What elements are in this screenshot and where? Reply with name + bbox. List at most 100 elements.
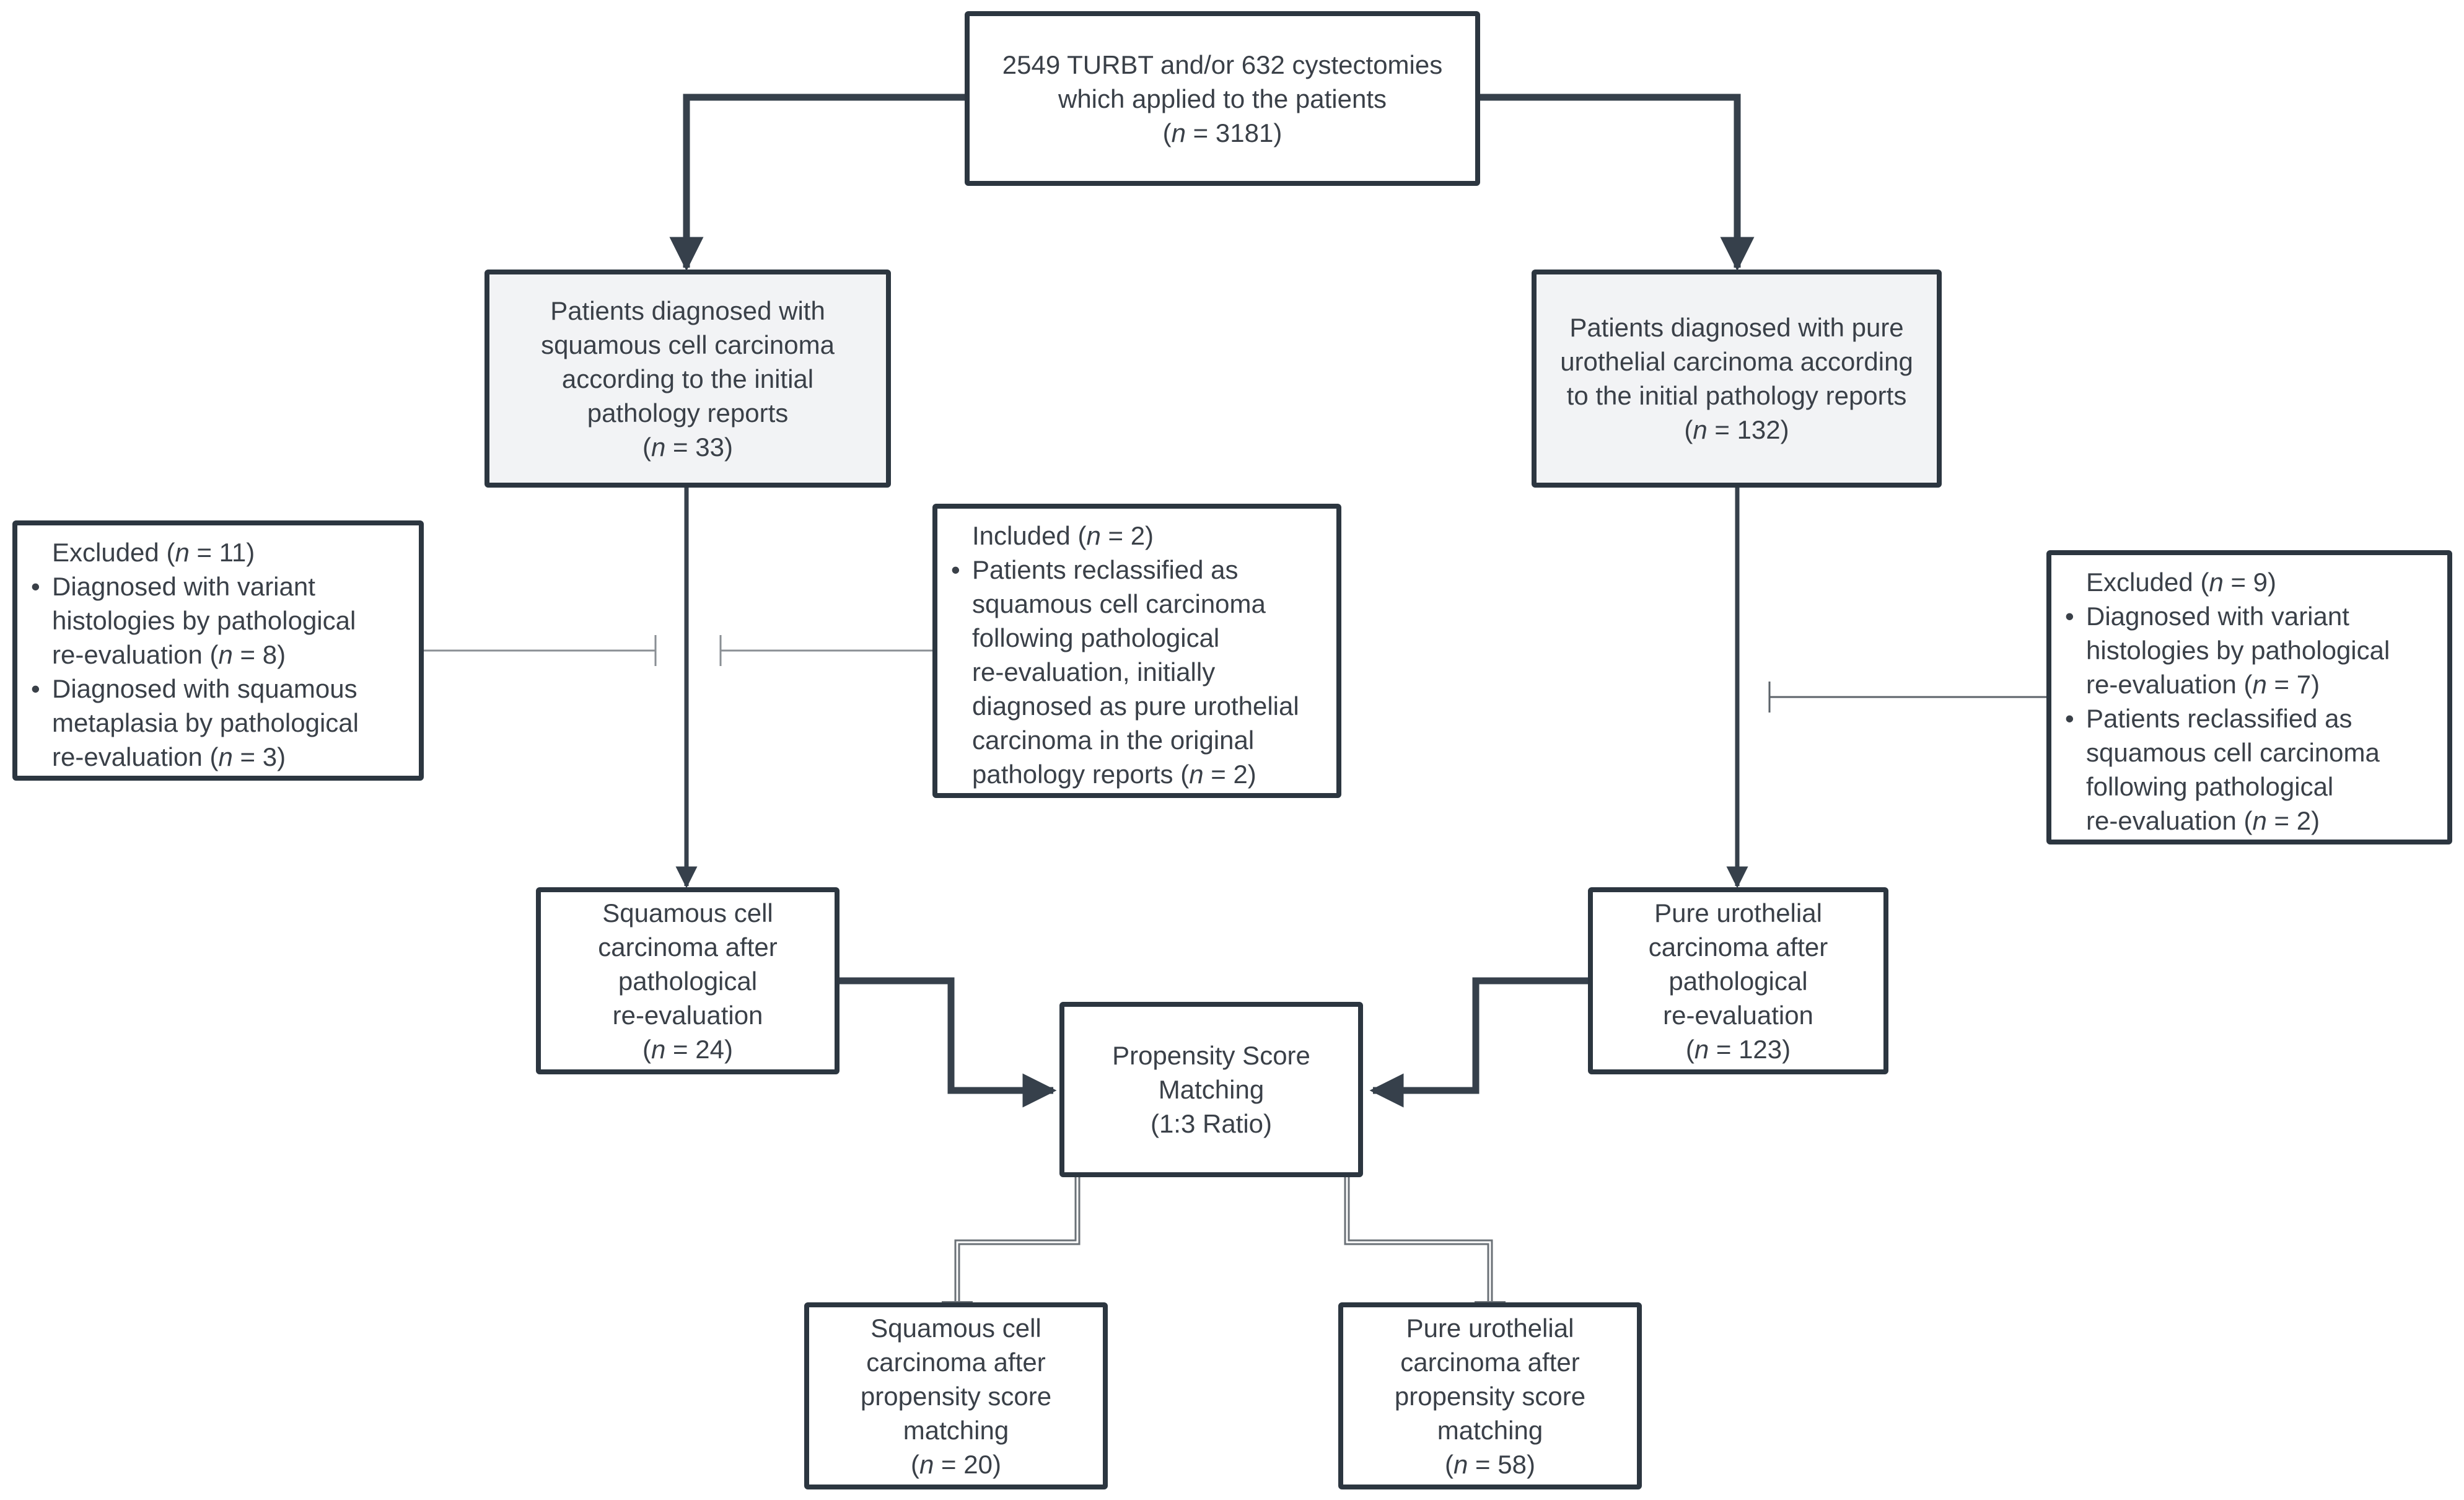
node-count: (n = 123): [1685, 1034, 1791, 1064]
node-header: Excluded (n = 9): [2086, 568, 2277, 597]
arrow-top-to-uc-initial: [1480, 94, 1755, 271]
count-value: 7: [2296, 670, 2312, 699]
node-count: (n = 33): [642, 432, 733, 462]
item-line-last: re-evaluation (n = 3): [52, 742, 286, 771]
count-value: 58: [1497, 1449, 1527, 1479]
node-line: re-evaluation: [1663, 1000, 1813, 1030]
node-header: Excluded (n = 11): [52, 538, 255, 567]
arrow-uc-after-to-psm: [1369, 977, 1588, 1108]
item-line: re-evaluation, initially: [972, 657, 1216, 686]
count-value: 3181: [1215, 118, 1274, 147]
node-line: Pure urothelial: [1654, 898, 1822, 928]
count-value: 33: [695, 432, 724, 462]
node-line: matching: [903, 1415, 1009, 1445]
psm-to-uc-matched-connector: [1344, 1177, 1506, 1304]
node-line: Matching: [1158, 1075, 1265, 1104]
count-value: 20: [963, 1449, 993, 1479]
item-line: histologies by pathological: [2086, 636, 2390, 665]
node-count: (n = 24): [642, 1034, 733, 1064]
included-mid-connector: [719, 635, 932, 666]
node-line: (1:3 Ratio): [1150, 1109, 1273, 1138]
item-line-last: re-evaluation (n = 8): [52, 640, 286, 669]
count-value: 2: [2296, 806, 2312, 835]
node-line: pathological: [1668, 966, 1808, 996]
node-line: to the initial pathology reports: [1566, 381, 1907, 410]
psm-to-scc-matched-connector: [942, 1177, 1081, 1304]
node-count: (n = 58): [1445, 1449, 1535, 1479]
item-line: squamous cell carcinoma: [972, 589, 1266, 618]
item-line: squamous cell carcinoma: [2086, 738, 2380, 767]
item-line: histologies by pathological: [52, 606, 356, 635]
node-total-procedures: 2549 TURBT and/or 632 cystectomies which…: [965, 11, 1480, 186]
item-line: Diagnosed with variant: [2086, 602, 2349, 631]
node-header: Included (n = 2): [972, 521, 1154, 550]
node-excluded-left: Excluded (n = 11) • Diagnosed with varia…: [12, 520, 424, 781]
count-value: 3: [262, 742, 278, 771]
node-line: Patients diagnosed with: [550, 296, 825, 325]
count-value: 2: [1233, 760, 1248, 789]
list-item: • Patients reclassified as squamous cell…: [2065, 701, 2435, 838]
node-line: carcinoma after: [1648, 932, 1828, 962]
node-uc-after-matching: Pure urothelial carcinoma after propensi…: [1338, 1302, 1642, 1489]
item-text: re-evaluation: [2086, 670, 2237, 699]
item-line: diagnosed as pure urothelial: [972, 691, 1299, 721]
node-uc-initial: Patients diagnosed with pure urothelial …: [1532, 270, 1942, 488]
node-line: 2549 TURBT and/or 632 cystectomies: [1002, 50, 1443, 79]
node-line: Propensity Score: [1112, 1041, 1310, 1070]
node-line: Squamous cell: [602, 898, 773, 928]
node-line: pathological: [618, 966, 758, 996]
node-line: Pure urothelial: [1406, 1313, 1574, 1343]
node-count: (n = 3181): [1162, 118, 1282, 147]
item-line: following pathological: [972, 623, 1220, 652]
item-line: Patients reclassified as: [2086, 704, 2352, 733]
item-text: re-evaluation: [52, 742, 203, 771]
node-line: carcinoma after: [1400, 1347, 1580, 1377]
node-line: squamous cell carcinoma: [541, 330, 835, 359]
node-line: propensity score: [1394, 1381, 1586, 1411]
item-text: pathology reports: [972, 760, 1173, 789]
bullet-icon: •: [31, 674, 40, 703]
node-count: (n = 20): [911, 1449, 1001, 1479]
node-scc-initial: Patients diagnosed with squamous cell ca…: [484, 270, 891, 488]
node-line: Patients diagnosed with pure: [1569, 313, 1904, 342]
bullet-icon: •: [31, 572, 40, 601]
count-value: 24: [695, 1034, 724, 1064]
node-line: pathology reports: [587, 398, 789, 428]
item-line: metaplasia by pathological: [52, 708, 359, 737]
count-value: 9: [2253, 568, 2268, 597]
item-line-last: re-evaluation (n = 7): [2086, 670, 2320, 699]
list-item: • Diagnosed with variant histologies by …: [2065, 599, 2435, 701]
excluded-left-connector: [424, 635, 657, 666]
node-line: re-evaluation: [612, 1000, 763, 1030]
node-line: urothelial carcinoma according: [1560, 347, 1913, 376]
list-item: • Patients reclassified as squamous cell…: [951, 553, 1324, 791]
item-text: re-evaluation: [52, 640, 203, 669]
count-value: 123: [1738, 1034, 1782, 1064]
node-line: Squamous cell: [870, 1313, 1041, 1343]
node-line: matching: [1437, 1415, 1543, 1445]
node-line: which applied to the patients: [1058, 84, 1387, 113]
node-included-mid: Included (n = 2) • Patients reclassified…: [932, 504, 1341, 798]
node-count: (n = 132): [1684, 415, 1789, 444]
node-line: propensity score: [860, 1381, 1052, 1411]
node-propensity-score-matching: Propensity Score Matching (1:3 Ratio): [1059, 1002, 1363, 1177]
header-label: Excluded: [52, 538, 159, 567]
item-line-last: re-evaluation (n = 2): [2086, 806, 2320, 835]
list-item: • Diagnosed with variant histologies by …: [31, 569, 406, 672]
node-uc-after-reevaluation: Pure urothelial carcinoma after patholog…: [1588, 887, 1888, 1074]
node-line: carcinoma after: [866, 1347, 1046, 1377]
bullet-icon: •: [951, 555, 960, 584]
count-value: 2: [1130, 521, 1146, 550]
list-item: • Diagnosed with squamous metaplasia by …: [31, 672, 406, 774]
node-scc-after-matching: Squamous cell carcinoma after propensity…: [804, 1302, 1108, 1489]
node-excluded-right: Excluded (n = 9) • Diagnosed with varian…: [2046, 550, 2452, 844]
item-line: Patients reclassified as: [972, 555, 1239, 584]
arrow-scc-after-to-psm: [840, 977, 1057, 1108]
node-line: carcinoma after: [598, 932, 778, 962]
item-line: carcinoma in the original: [972, 726, 1255, 755]
bullet-icon: •: [2065, 602, 2074, 631]
excluded-right-connector: [1768, 682, 2046, 713]
item-line-last: pathology reports (n = 2): [972, 760, 1256, 789]
